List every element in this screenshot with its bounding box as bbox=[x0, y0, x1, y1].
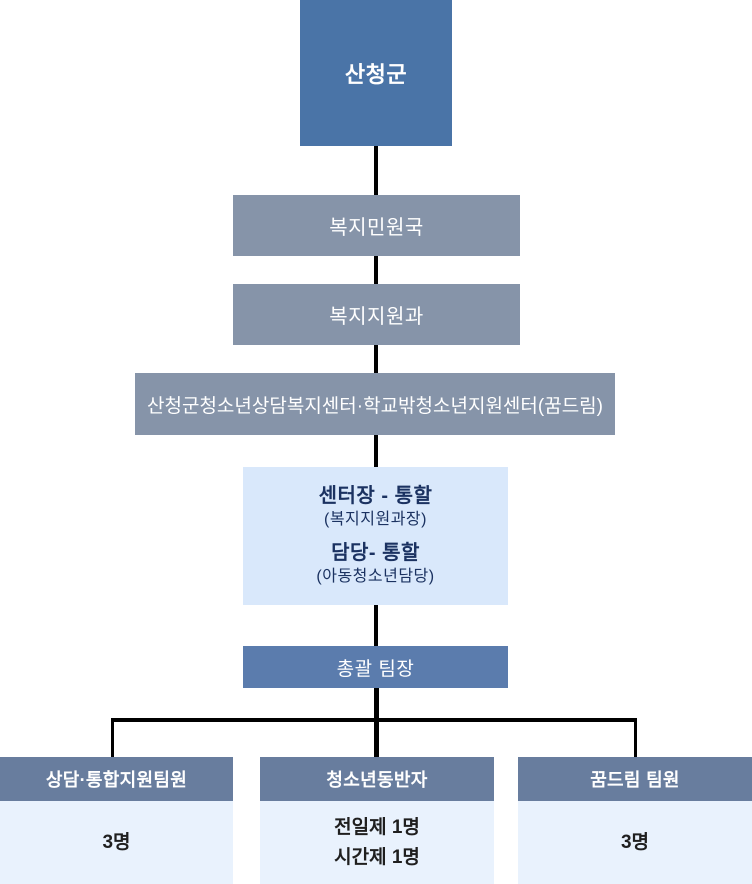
team-staff-companion: 전일제 1명 시간제 1명 bbox=[260, 801, 494, 884]
connector-horizontal-bar bbox=[112, 718, 637, 722]
director-note: (복지지원과장) bbox=[324, 510, 427, 528]
team-staff-dream: 3명 bbox=[518, 801, 752, 884]
team-staff-line: 시간제 1명 bbox=[334, 846, 420, 868]
connector-department-center bbox=[374, 345, 378, 373]
connector-government-bureau bbox=[374, 146, 378, 195]
connector-management-lead bbox=[374, 605, 378, 646]
management-director-group: 센터장 - 통할 (복지지원과장) bbox=[319, 484, 433, 532]
manager-note: (아동청소년담당) bbox=[316, 567, 435, 585]
team-staff-counseling: 3명 bbox=[0, 801, 233, 884]
team-staff-count: 3명 bbox=[102, 831, 131, 853]
team-card-counseling: 상담·통합지원팀원 3명 bbox=[0, 757, 233, 884]
management-box: 센터장 - 통할 (복지지원과장) 담당- 통할 (아동청소년담당) bbox=[243, 467, 508, 605]
connector-center-management bbox=[374, 435, 378, 467]
director-title: 센터장 - 통할 bbox=[318, 484, 433, 507]
team-header-dream: 꿈드림 팀원 bbox=[518, 757, 752, 801]
org-node-department: 복지지원과 bbox=[233, 284, 520, 345]
connector-right-drop bbox=[634, 718, 637, 757]
org-node-center-label: 산청군청소년상담복지센터·학교밖청소년지원센터(꿈드림) bbox=[147, 395, 603, 417]
org-node-bureau-label: 복지민원국 bbox=[329, 217, 424, 239]
org-node-department-label: 복지지원과 bbox=[329, 306, 424, 328]
team-name: 상담·통합지원팀원 bbox=[45, 770, 188, 790]
team-lead-label: 총괄 팀장 bbox=[336, 658, 415, 680]
org-node-center: 산청군청소년상담복지센터·학교밖청소년지원센터(꿈드림) bbox=[135, 373, 615, 435]
org-node-bureau: 복지민원국 bbox=[233, 195, 520, 256]
management-manager-group: 담당- 통할 (아동청소년담당) bbox=[316, 541, 434, 589]
org-node-government: 산청군 bbox=[300, 0, 452, 146]
team-name: 청소년동반자 bbox=[326, 770, 428, 790]
team-card-dream: 꿈드림 팀원 3명 bbox=[518, 757, 752, 884]
connector-lead-drop bbox=[374, 688, 379, 757]
team-lead-node: 총괄 팀장 bbox=[243, 646, 508, 688]
team-card-companion: 청소년동반자 전일제 1명 시간제 1명 bbox=[260, 757, 494, 884]
team-header-companion: 청소년동반자 bbox=[260, 757, 494, 801]
team-name: 꿈드림 팀원 bbox=[590, 770, 680, 790]
team-header-counseling: 상담·통합지원팀원 bbox=[0, 757, 233, 801]
connector-bureau-department bbox=[374, 256, 378, 284]
org-node-government-label: 산청군 bbox=[344, 62, 408, 87]
team-staff-count: 3명 bbox=[620, 831, 650, 853]
manager-title: 담당- 통할 bbox=[331, 541, 420, 564]
team-staff-line: 전일제 1명 bbox=[334, 816, 420, 838]
connector-left-drop bbox=[111, 718, 114, 757]
